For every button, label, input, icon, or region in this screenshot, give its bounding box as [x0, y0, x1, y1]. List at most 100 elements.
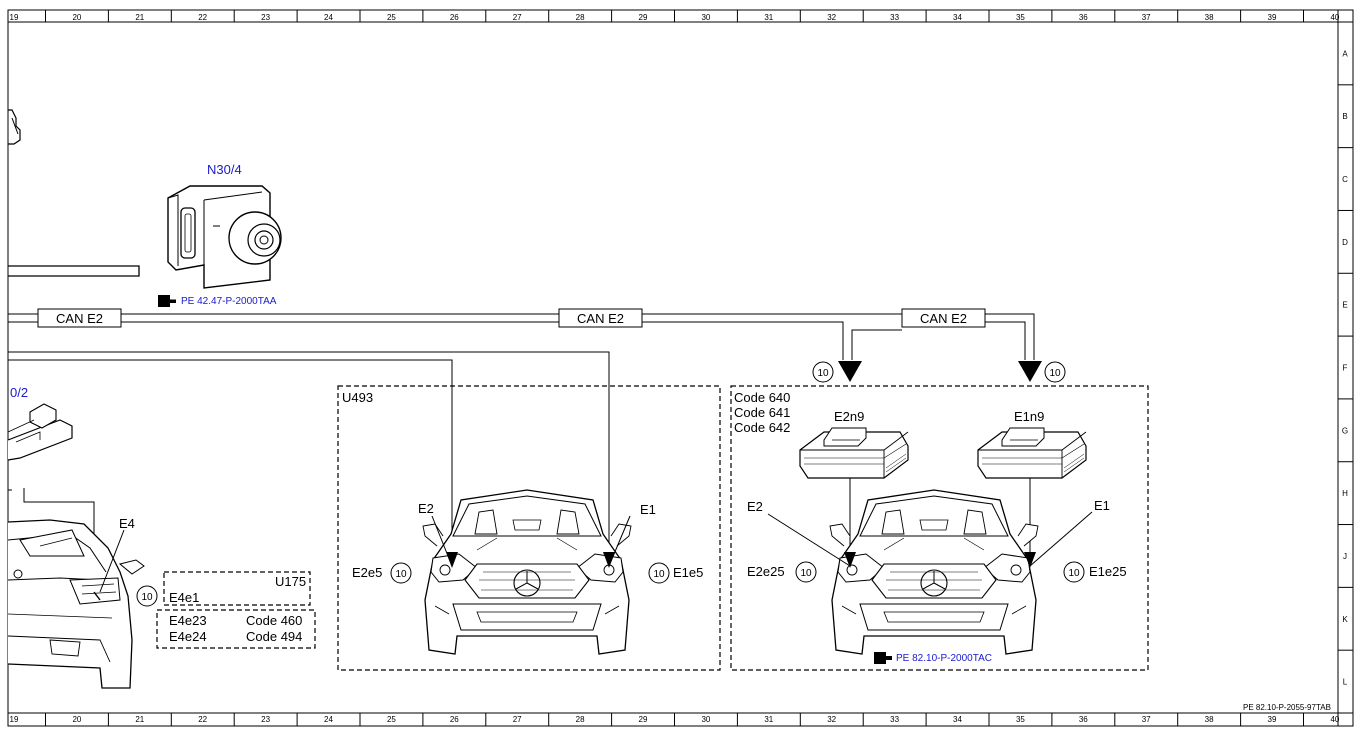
column-label-21: 21: [135, 715, 144, 724]
column-label-38: 38: [1205, 715, 1214, 724]
row-label-H: H: [1342, 489, 1348, 498]
e4-circle: 10: [136, 585, 158, 607]
bus-circle-right: 10: [1044, 361, 1066, 383]
column-label-36: 36: [1079, 13, 1088, 22]
column-label-25: 25: [387, 13, 396, 22]
u493-e1-label: E1: [640, 502, 656, 517]
column-label-37: 37: [1142, 13, 1151, 22]
column-label-38: 38: [1205, 13, 1214, 22]
svg-text:E4e23: E4e23: [169, 613, 207, 628]
u493-e1e5-label: E1e5: [673, 565, 703, 580]
n30-4-reference-link[interactable]: PE 42.47-P-2000TAA: [181, 296, 277, 307]
column-label-40: 40: [1330, 13, 1339, 22]
n30-4-label: N30/4: [207, 162, 242, 177]
column-label-32: 32: [827, 715, 836, 724]
column-label-34: 34: [953, 13, 962, 22]
column-label-36: 36: [1079, 715, 1088, 724]
column-label-28: 28: [576, 13, 585, 22]
n30-4-module[interactable]: N30/4 PE 42.47-P-2000TAA: [158, 162, 282, 307]
n30-4-icon: [167, 185, 282, 289]
row-label-G: G: [1342, 426, 1348, 435]
column-label-26: 26: [450, 13, 459, 22]
column-label-23: 23: [261, 13, 270, 22]
e4-label: E4: [119, 516, 135, 531]
column-label-24: 24: [324, 13, 333, 22]
column-label-19: 19: [10, 715, 19, 724]
hand-pointer-icon: [874, 652, 892, 664]
column-label-34: 34: [953, 715, 962, 724]
e2n9-module-icon: [799, 427, 909, 479]
row-label-L: L: [1343, 678, 1348, 687]
column-label-31: 31: [764, 13, 773, 22]
column-label-40: 40: [1330, 715, 1339, 724]
u493-e2e5-label: E2e5: [352, 565, 382, 580]
e1e25-label: E1e25: [1089, 564, 1127, 579]
led-e2-label: E2: [747, 499, 763, 514]
column-label-19: 19: [10, 13, 19, 22]
partial-left-module: 0/2: [7, 109, 73, 461]
svg-text:Code 494: Code 494: [246, 629, 302, 644]
u493-e2-label: E2: [418, 501, 434, 516]
led-codes-box: Code 640 Code 641 Code 642 E2n9 E1n9 E2 …: [730, 385, 1149, 671]
column-label-30: 30: [701, 715, 710, 724]
column-label-31: 31: [764, 715, 773, 724]
front-vehicle-view-2: [829, 489, 1039, 655]
led-e1-label: E1: [1094, 498, 1110, 513]
row-label-A: A: [1342, 49, 1348, 58]
column-label-32: 32: [827, 13, 836, 22]
column-label-30: 30: [701, 13, 710, 22]
svg-text:Code 641: Code 641: [734, 405, 790, 420]
column-label-24: 24: [324, 715, 333, 724]
partial-module-label: 0/2: [10, 385, 28, 400]
can-e2-label-1: CAN E2: [37, 308, 122, 328]
column-label-39: 39: [1268, 715, 1277, 724]
row-label-C: C: [1342, 175, 1348, 184]
u493-box: U493 E2 E1 E2e5 10 10 E1e5: [337, 385, 721, 671]
e2n9-label: E2n9: [834, 409, 864, 424]
column-label-20: 20: [72, 13, 81, 22]
e2e25-label: E2e25: [747, 564, 785, 579]
can-e2-bus: [8, 313, 1042, 382]
svg-text:CAN E2: CAN E2: [56, 311, 103, 326]
column-label-25: 25: [387, 715, 396, 724]
column-ruler: 1919202021212222232324242525262627272828…: [10, 10, 1340, 726]
svg-text:Code 640: Code 640: [734, 390, 790, 405]
svg-text:CAN E2: CAN E2: [577, 311, 624, 326]
column-label-33: 33: [890, 715, 899, 724]
svg-text:10: 10: [1049, 368, 1061, 379]
row-label-B: B: [1342, 112, 1347, 121]
svg-text:Code 460: Code 460: [246, 613, 302, 628]
column-label-33: 33: [890, 13, 899, 22]
can-e2-label-2: CAN E2: [558, 308, 643, 328]
column-label-27: 27: [513, 715, 522, 724]
row-label-D: D: [1342, 238, 1348, 247]
row-label-K: K: [1342, 615, 1348, 624]
svg-text:10: 10: [817, 368, 829, 379]
sheet-reference: PE 82.10-P-2055-97TAB: [1243, 703, 1331, 712]
svg-text:10: 10: [653, 569, 665, 580]
column-label-26: 26: [450, 715, 459, 724]
sheet-frame: [7, 9, 1354, 727]
column-label-23: 23: [261, 715, 270, 724]
bus-circle-left: 10: [812, 361, 834, 383]
row-label-F: F: [1343, 364, 1348, 373]
rear-codes-box: E4e23 Code 460 E4e24 Code 494: [156, 609, 316, 649]
row-label-J: J: [1343, 552, 1347, 561]
column-label-22: 22: [198, 715, 207, 724]
column-label-29: 29: [639, 13, 648, 22]
e1n9-module-icon: [977, 427, 1087, 479]
u175-box: U175 E4e1: [163, 571, 311, 606]
u175-item: E4e1: [169, 590, 199, 605]
column-label-22: 22: [198, 13, 207, 22]
left-bus-stub: [8, 265, 140, 277]
column-label-35: 35: [1016, 715, 1025, 724]
svg-text:10: 10: [141, 592, 153, 603]
front-vehicle-view-1: [422, 489, 632, 655]
column-label-37: 37: [1142, 715, 1151, 724]
column-label-27: 27: [513, 13, 522, 22]
column-label-35: 35: [1016, 13, 1025, 22]
u493-title: U493: [342, 390, 373, 405]
can-e2-label-3: CAN E2: [901, 308, 986, 328]
led-reference-link[interactable]: PE 82.10-P-2000TAC: [896, 653, 992, 664]
